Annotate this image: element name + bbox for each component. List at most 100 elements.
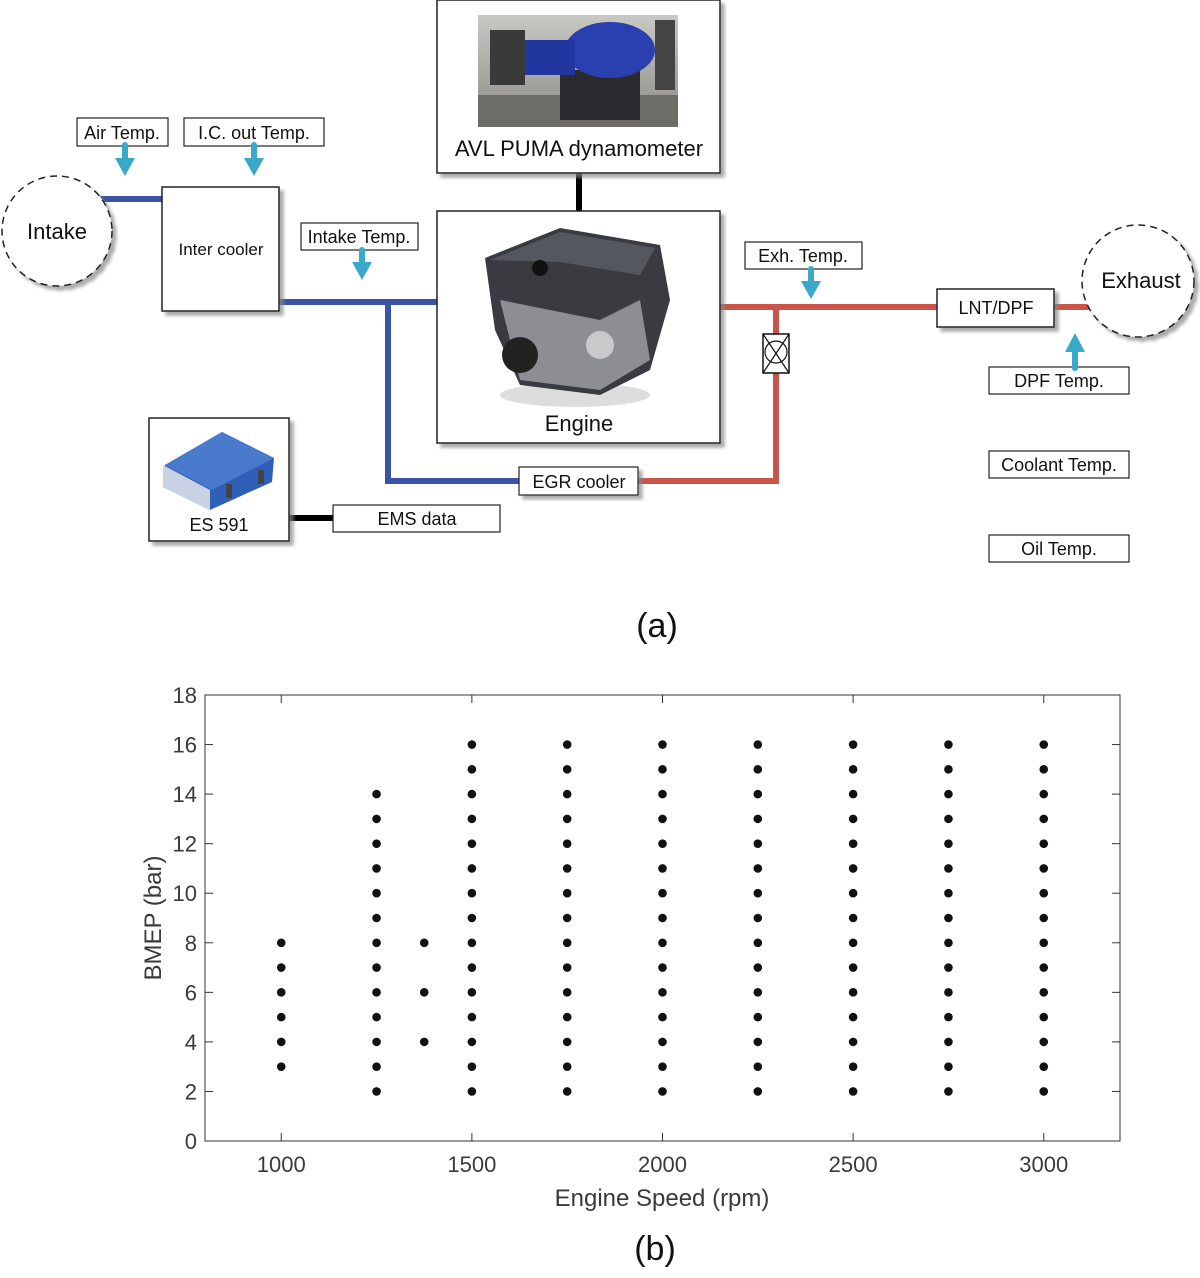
arrow-up-icon bbox=[1065, 333, 1085, 371]
data-point bbox=[658, 740, 667, 749]
data-point bbox=[562, 1012, 572, 1022]
data-point bbox=[1039, 913, 1049, 923]
es591-device-photo bbox=[163, 432, 274, 510]
data-point bbox=[944, 988, 953, 997]
data-point bbox=[753, 1012, 763, 1022]
y-tick-label: 4 bbox=[185, 1030, 197, 1055]
data-point bbox=[562, 1037, 572, 1047]
data-point bbox=[467, 740, 477, 749]
data-point bbox=[848, 963, 858, 972]
data-point bbox=[1039, 789, 1049, 799]
data-point bbox=[276, 963, 286, 972]
data-point bbox=[658, 765, 667, 774]
egr-valve-icon bbox=[762, 333, 790, 374]
data-point bbox=[467, 988, 477, 997]
data-point bbox=[562, 1062, 572, 1071]
data-point bbox=[944, 814, 953, 824]
data-point bbox=[944, 864, 953, 873]
data-point bbox=[658, 888, 667, 898]
data-point bbox=[276, 1062, 286, 1071]
y-axis-label: BMEP (bar) bbox=[140, 856, 167, 981]
data-point bbox=[944, 938, 953, 948]
data-point bbox=[276, 1012, 286, 1022]
data-point bbox=[944, 913, 953, 923]
y-tick-label: 14 bbox=[173, 782, 197, 807]
y-tick-label: 16 bbox=[173, 733, 197, 758]
data-point bbox=[1039, 864, 1049, 873]
engine-box: Engine bbox=[436, 210, 721, 444]
data-point bbox=[753, 864, 763, 873]
arrow-down-icon bbox=[244, 142, 264, 176]
data-point bbox=[372, 864, 381, 873]
data-point bbox=[753, 1062, 763, 1071]
data-point bbox=[372, 839, 381, 848]
data-point bbox=[753, 913, 763, 923]
data-point bbox=[562, 938, 572, 948]
sensor-intake-temp: Intake Temp. bbox=[300, 222, 419, 251]
data-point bbox=[848, 740, 858, 749]
sensor-label: Oil Temp. bbox=[1021, 539, 1097, 559]
y-tick-label: 8 bbox=[185, 931, 197, 956]
data-point bbox=[372, 789, 381, 799]
data-point bbox=[848, 789, 858, 799]
data-point bbox=[944, 765, 953, 774]
data-point bbox=[1039, 1087, 1049, 1096]
data-points bbox=[276, 740, 1049, 1096]
intake-pipe bbox=[100, 196, 519, 484]
data-point bbox=[848, 988, 858, 997]
data-point bbox=[848, 765, 858, 774]
y-tick-label: 0 bbox=[185, 1129, 197, 1154]
data-point bbox=[848, 938, 858, 948]
y-tick-label: 18 bbox=[173, 683, 197, 708]
x-tick-label: 2000 bbox=[638, 1152, 687, 1177]
x-axis-label: Engine Speed (rpm) bbox=[555, 1185, 770, 1212]
data-point bbox=[848, 913, 858, 923]
data-point bbox=[562, 888, 572, 898]
es591-label: ES 591 bbox=[189, 515, 248, 535]
y-tick-label: 10 bbox=[173, 881, 197, 906]
data-point bbox=[658, 1012, 667, 1022]
data-point bbox=[753, 839, 763, 848]
data-point bbox=[658, 963, 667, 972]
x-tick-label: 1500 bbox=[447, 1152, 496, 1177]
arrow-down-icon bbox=[352, 247, 372, 280]
data-point bbox=[944, 1062, 953, 1071]
data-point bbox=[419, 938, 429, 948]
data-point bbox=[753, 789, 763, 799]
data-point bbox=[658, 1037, 667, 1047]
data-point bbox=[372, 988, 381, 997]
sensor-coolant-temp: Coolant Temp. bbox=[988, 450, 1130, 479]
data-point bbox=[658, 913, 667, 923]
sensor-air-temp: Air Temp. bbox=[76, 117, 169, 147]
data-point bbox=[658, 938, 667, 948]
data-point bbox=[1039, 814, 1049, 824]
data-point bbox=[658, 988, 667, 997]
data-point bbox=[848, 1062, 858, 1071]
data-point bbox=[419, 988, 429, 997]
panel-label-b: (b) bbox=[634, 1230, 676, 1268]
data-point bbox=[467, 814, 477, 824]
lnt-dpf-label: LNT/DPF bbox=[958, 298, 1033, 318]
data-point bbox=[944, 888, 953, 898]
data-point bbox=[276, 938, 286, 948]
sensor-label: I.C. out Temp. bbox=[198, 123, 310, 143]
data-point bbox=[848, 839, 858, 848]
data-point bbox=[1039, 839, 1049, 848]
data-point bbox=[753, 740, 763, 749]
diagram-panel: Intake Exhaust Inter cooler AVL PUMA bbox=[1, 0, 1195, 645]
data-point bbox=[944, 839, 953, 848]
data-point bbox=[848, 814, 858, 824]
data-point bbox=[1039, 963, 1049, 972]
data-point bbox=[1039, 938, 1049, 948]
data-point bbox=[467, 864, 477, 873]
data-point bbox=[753, 765, 763, 774]
dynamometer-label: AVL PUMA dynamometer bbox=[455, 136, 703, 161]
data-point bbox=[467, 1087, 477, 1096]
data-point bbox=[753, 888, 763, 898]
data-point bbox=[944, 1087, 953, 1096]
data-point bbox=[1039, 740, 1049, 749]
lnt-dpf-box: LNT/DPF bbox=[936, 288, 1055, 328]
